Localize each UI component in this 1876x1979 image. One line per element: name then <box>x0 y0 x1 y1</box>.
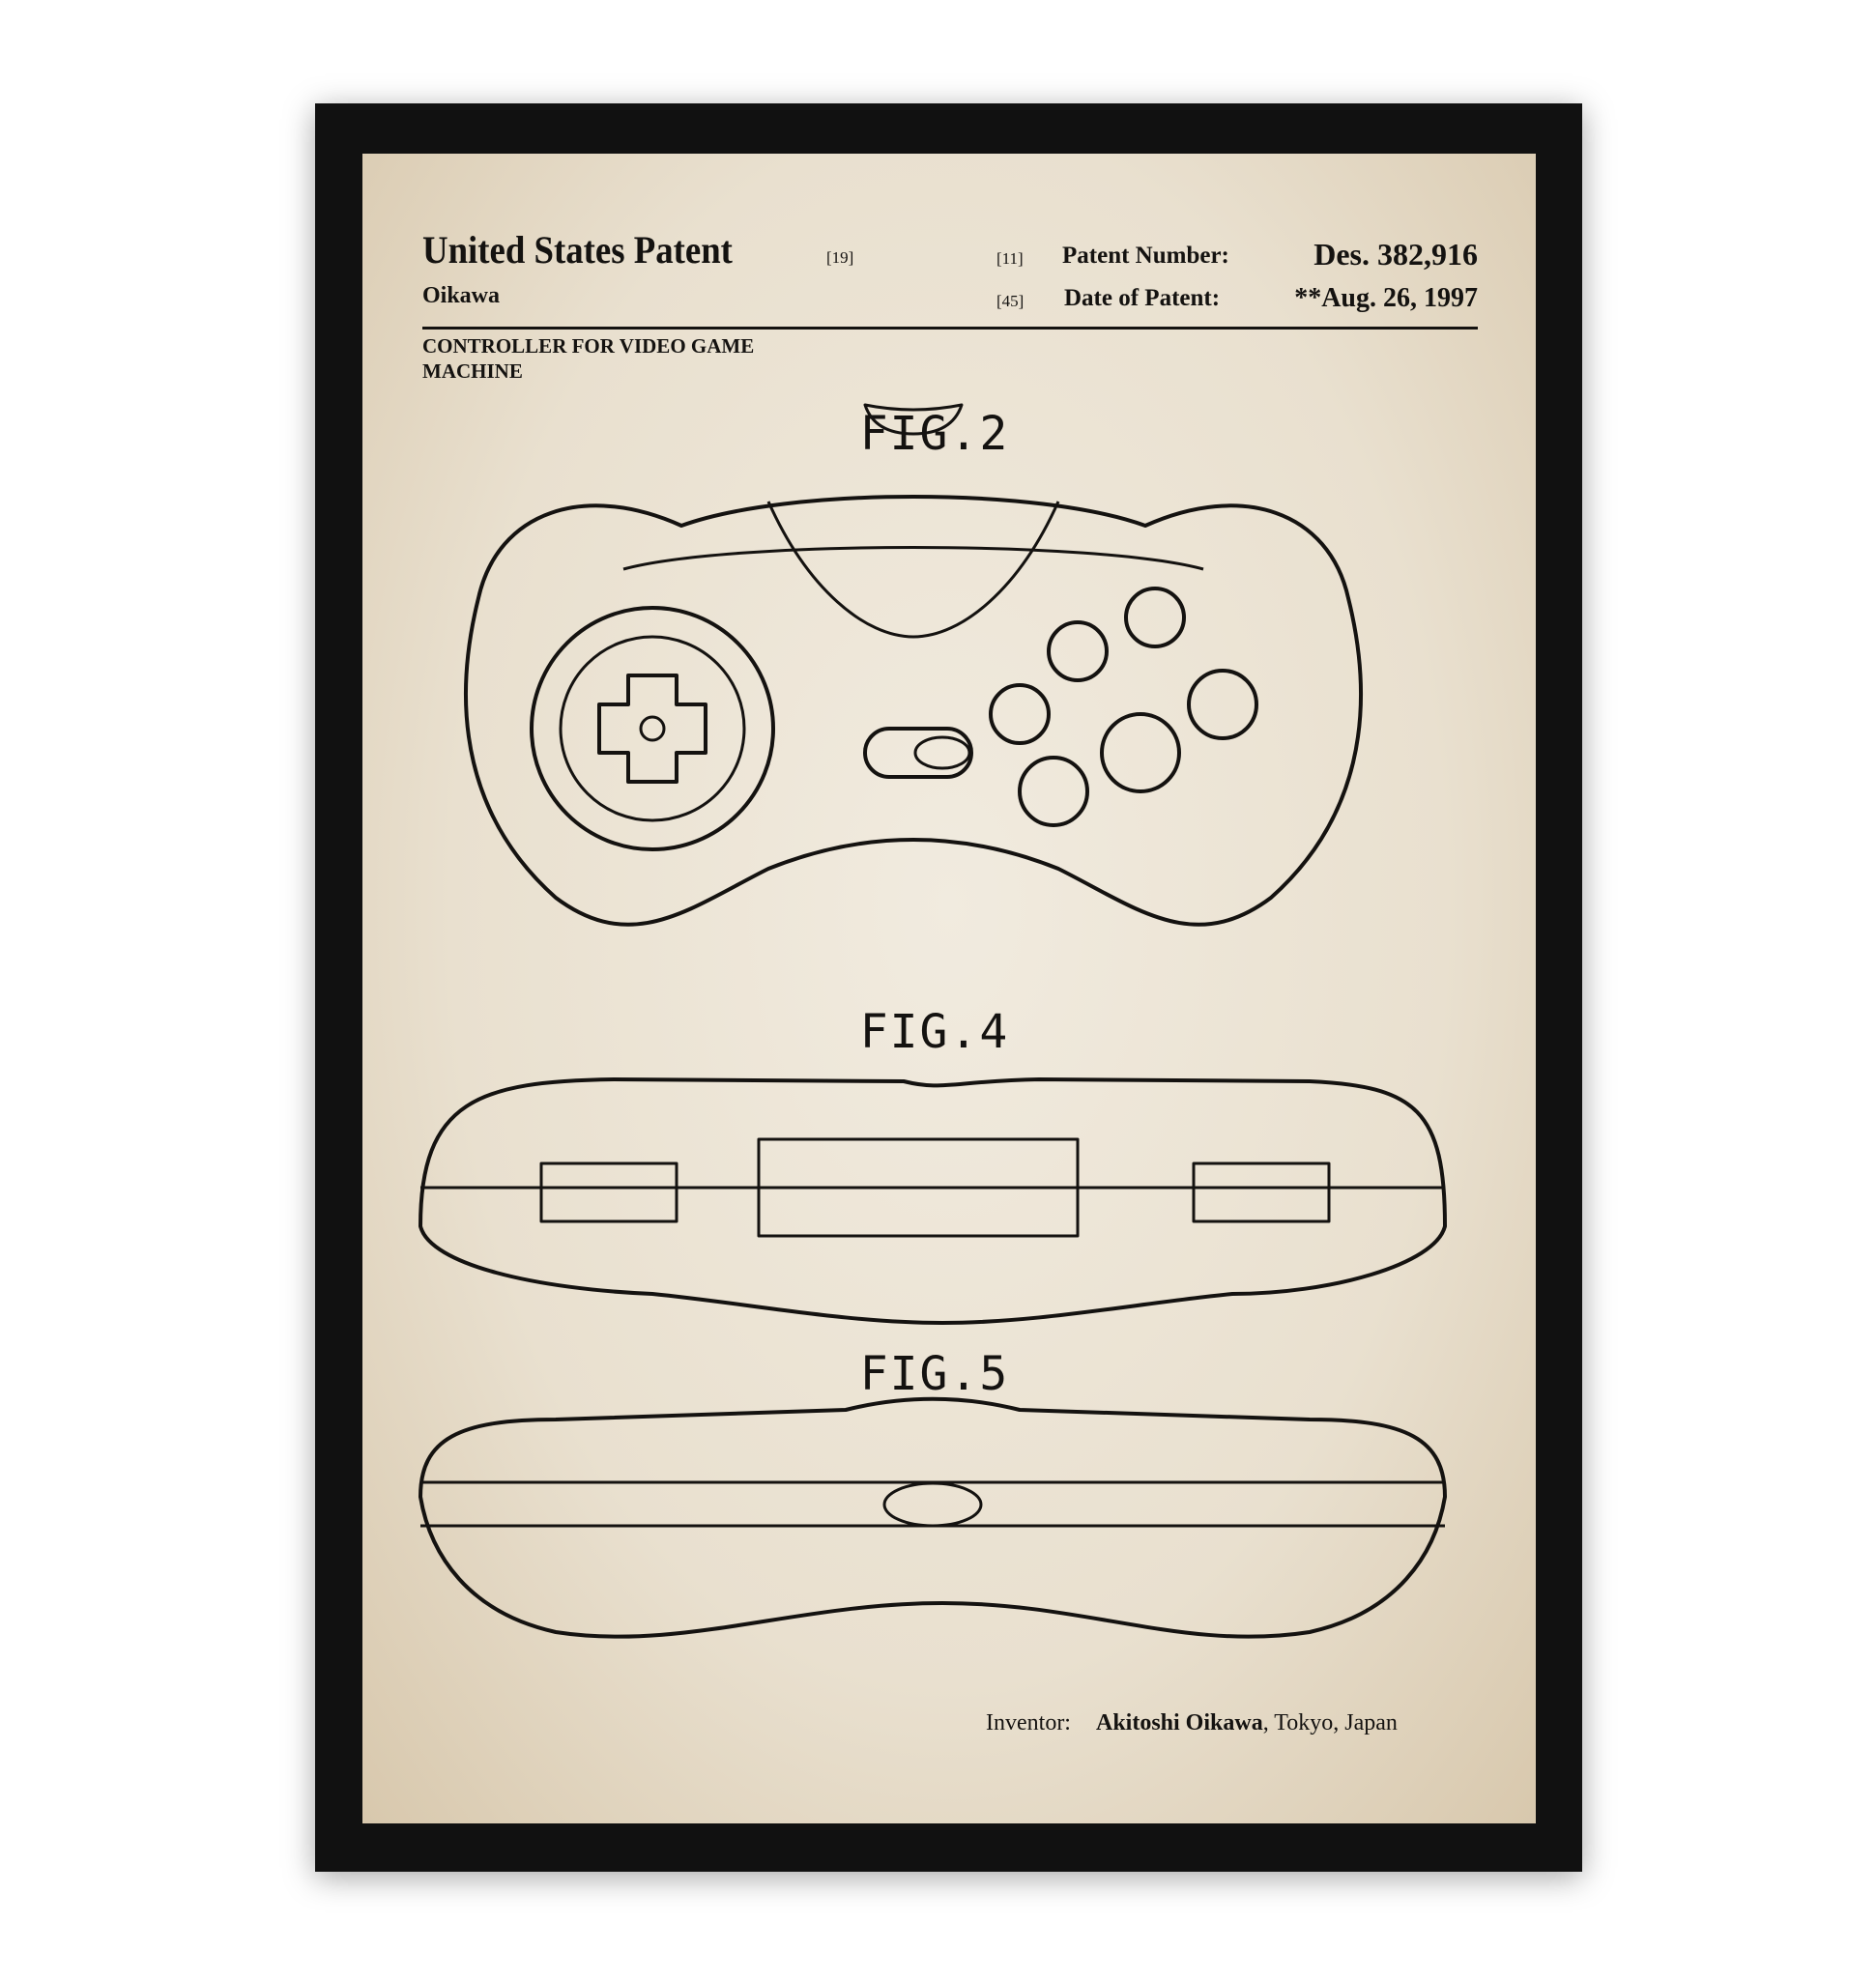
start-button <box>863 727 973 779</box>
button-x <box>989 683 1051 745</box>
invention-title-line2: MACHINE <box>422 359 523 383</box>
fig2-label: FIG.2 <box>859 407 1010 461</box>
invention-title-line1: CONTROLLER FOR VIDEO GAME <box>422 334 755 358</box>
patent-sheet: United States Patent [19] Oikawa [11] Pa… <box>362 154 1536 1823</box>
inventor-label: Inventor: <box>986 1710 1071 1735</box>
inventor-name: Akitoshi Oikawa <box>1095 1710 1263 1735</box>
fig4-controller-front-view <box>418 1077 1447 1325</box>
inventor-line: Inventor: Akitoshi Oikawa, Tokyo, Japan <box>986 1710 1398 1736</box>
rear-logo <box>882 1481 983 1528</box>
title-ref: [19] <box>826 248 854 267</box>
patent-date: **Aug. 26, 1997 <box>1294 283 1478 313</box>
invention-title: CONTROLLER FOR VIDEO GAME MACHINE <box>422 333 754 384</box>
fig2-controller-top-view <box>464 403 1363 927</box>
dpad-ring <box>530 606 775 851</box>
button-y <box>1047 620 1109 682</box>
fig5-label: FIG.5 <box>859 1347 1010 1401</box>
patent-number: Des. 382,916 <box>1313 237 1478 272</box>
patent-number-ref: [11] <box>996 249 1024 268</box>
patent-number-label: Patent Number: <box>1062 243 1229 269</box>
fig4-label: FIG.4 <box>859 1005 1010 1059</box>
date-label: Date of Patent: <box>1064 285 1221 311</box>
button-a <box>1018 756 1089 827</box>
inventor-location: , Tokyo, Japan <box>1262 1710 1398 1735</box>
button-z <box>1124 587 1186 648</box>
fig5-controller-rear-view <box>418 1396 1447 1639</box>
assignee-short: Oikawa <box>422 283 501 308</box>
button-b <box>1100 712 1181 793</box>
date-ref: [45] <box>996 292 1025 310</box>
header-rule <box>422 327 1478 330</box>
button-c <box>1187 669 1258 740</box>
dpad <box>597 674 707 784</box>
patent-title: United States Patent <box>422 228 733 272</box>
